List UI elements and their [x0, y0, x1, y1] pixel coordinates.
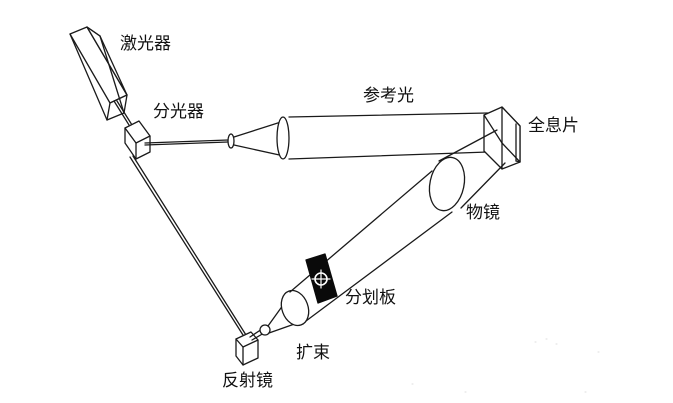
reference-beam-label: 参考光	[363, 86, 414, 106]
objective-lens	[428, 156, 466, 212]
reticle	[305, 253, 338, 304]
beam-expander-small-lens	[259, 324, 271, 336]
object-beam-to-hologram	[438, 129, 506, 209]
objective-label: 物镜	[466, 203, 500, 223]
background-speckles	[411, 338, 600, 393]
beam-expander-label: 扩束	[296, 343, 330, 363]
laser-label: 激光器	[120, 34, 171, 54]
reference-collimated-beam	[288, 112, 489, 160]
beam-expander-large-lens	[280, 289, 310, 327]
beam-splitter-label: 分光器	[153, 102, 204, 122]
reference-large-lens	[276, 116, 290, 160]
object-beam-to-mirror	[129, 155, 247, 336]
hologram-plate	[483, 106, 521, 170]
reference-beam-cone	[233, 120, 285, 157]
reticle-label: 分划板	[345, 288, 396, 308]
hologram-label: 全息片	[528, 116, 579, 136]
mirror	[235, 331, 259, 366]
beam-splitter-cube	[124, 120, 151, 160]
mirror-label: 反射镜	[222, 371, 273, 391]
reference-beam-line	[144, 139, 229, 146]
reference-small-lens	[227, 133, 235, 149]
laser-box	[69, 26, 128, 121]
